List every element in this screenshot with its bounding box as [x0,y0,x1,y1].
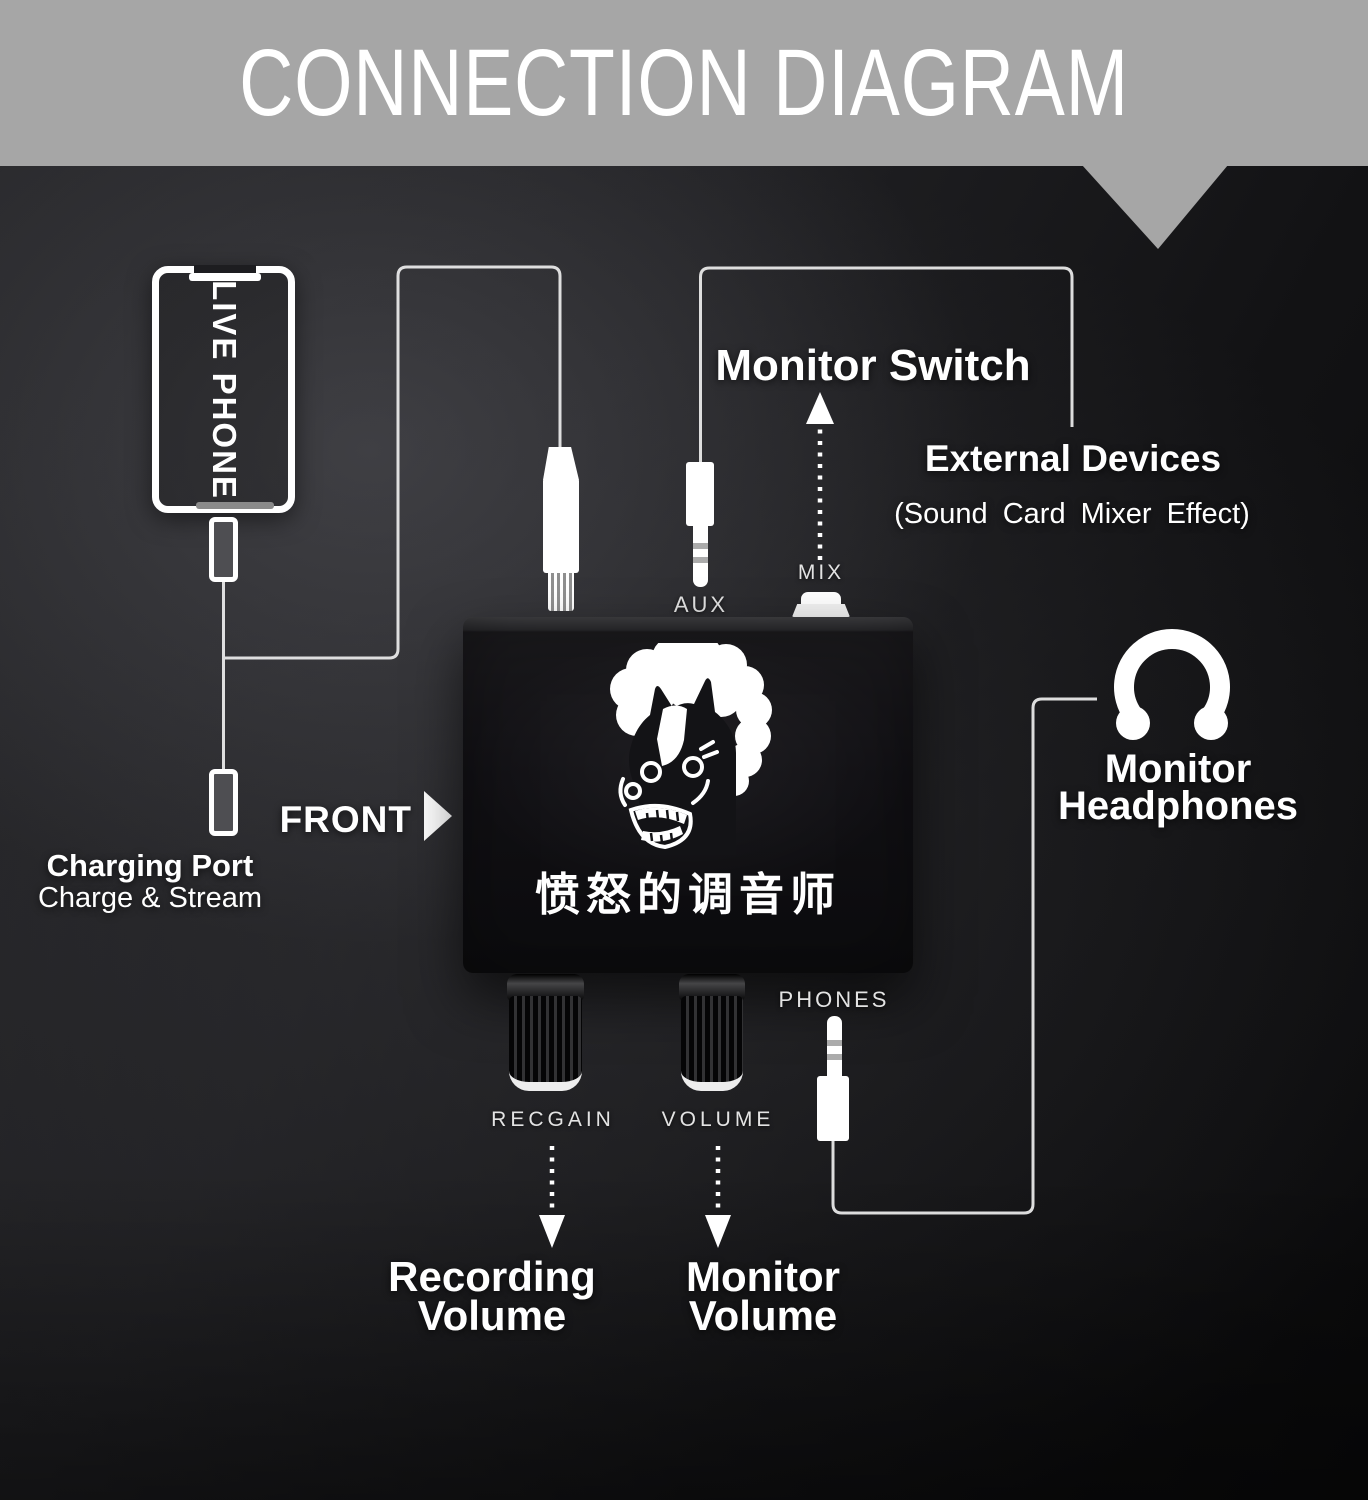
charging-port-connector-icon [209,769,238,836]
mix-port-label: MIX [797,561,845,584]
front-arrow-icon [424,791,452,841]
external-devices-subtitle: (Sound Card Mixer Effect) [894,498,1250,530]
monitor-volume-line2: Volume [688,1292,838,1339]
banner-tail-pointer [1082,165,1228,249]
phone-notch-icon [194,265,256,274]
phones-port-label: PHONES [778,987,890,1012]
recgain-knob-body [509,996,582,1091]
monitor-switch-arrowhead [806,392,834,424]
volume-knob [679,974,745,1091]
cable-adapter-body-icon [543,478,579,573]
phone-connector-icon [209,517,238,582]
monitor-switch-callout: Monitor Switch [715,341,1031,390]
recording-volume-callout: Recording Volume [342,1253,642,1339]
front-label: FRONT [279,799,412,840]
page-title: CONNECTION DIAGRAM [239,29,1129,136]
volume-arrowhead [705,1215,731,1248]
charging-port-subtitle: Charge & Stream [37,882,263,914]
device-brand-text: 愤怒的调音师 [534,869,841,920]
aux-plug-tip-icon [693,525,708,587]
aux-port-label: AUX [673,592,729,617]
phone-label-wrap: LIVE PHONE [152,266,295,513]
recording-volume-line2: Volume [417,1292,567,1339]
horse-face [618,705,719,850]
recording-volume-line1: Recording [388,1253,596,1300]
mixer-device: 愤怒的调音师 [463,617,913,973]
recgain-arrowhead [539,1215,565,1248]
monitor-volume-line1: Monitor [686,1253,840,1300]
horse-logo [610,643,772,855]
monitor-headphones-callout: Monitor Headphones [1027,747,1329,828]
cable-adapter-ribs-icon [548,573,574,611]
monitor-volume-callout: Monitor Volume [613,1253,913,1339]
monitor-headphones-line1: Monitor [1104,747,1252,791]
banner-background [0,0,1368,166]
volume-knob-body [681,996,743,1091]
cable-adapter-strain-relief-icon [543,447,579,480]
external-devices-title: External Devices [924,438,1222,479]
volume-label: VOLUME [661,1108,775,1131]
recgain-label: RECGAIN [491,1108,615,1131]
mix-switch-base-icon [792,604,850,617]
charging-port-title: Charging Port [46,848,254,883]
phone-label: LIVE PHONE [205,279,243,500]
phones-plug-tip-icon [827,1016,842,1078]
phone-speaker-bar-icon [196,502,274,509]
monitor-headphones-line2: Headphones [1057,784,1299,828]
recgain-knob [507,974,584,1091]
phones-plug-body-icon [817,1076,849,1141]
aux-plug-body-icon [686,462,714,526]
headphones-icon [1114,629,1230,740]
phone-notch-bar-icon [189,273,261,281]
